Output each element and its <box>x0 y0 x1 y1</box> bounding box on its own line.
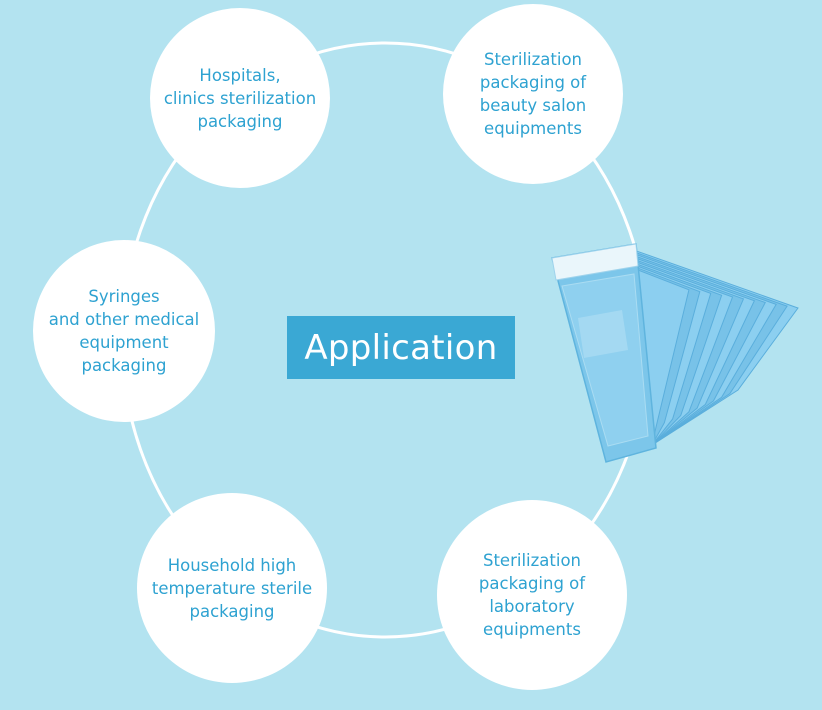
center-title: Application <box>287 316 515 379</box>
application-text: Sterilization packaging of laboratory eq… <box>478 551 586 639</box>
application-text: Sterilization packaging of beauty salon … <box>479 50 587 138</box>
application-text: Hospitals, clinics sterilization packagi… <box>163 65 317 131</box>
application-node-syringes: Syringes and other medical equipment pac… <box>33 240 215 422</box>
front-pouch <box>551 243 657 463</box>
application-node-laboratory: Sterilization packaging of laboratory eq… <box>437 500 627 690</box>
application-text: Household high temperature sterile packa… <box>151 555 313 621</box>
application-node-beauty-salon: Sterilization packaging of beauty salon … <box>443 4 623 184</box>
application-text: Syringes and other medical equipment pac… <box>48 287 200 375</box>
application-node-hospitals: Hospitals, clinics sterilization packagi… <box>150 8 330 188</box>
sterilization-pouch-image <box>551 243 799 463</box>
application-node-household: Household high temperature sterile packa… <box>137 493 327 683</box>
